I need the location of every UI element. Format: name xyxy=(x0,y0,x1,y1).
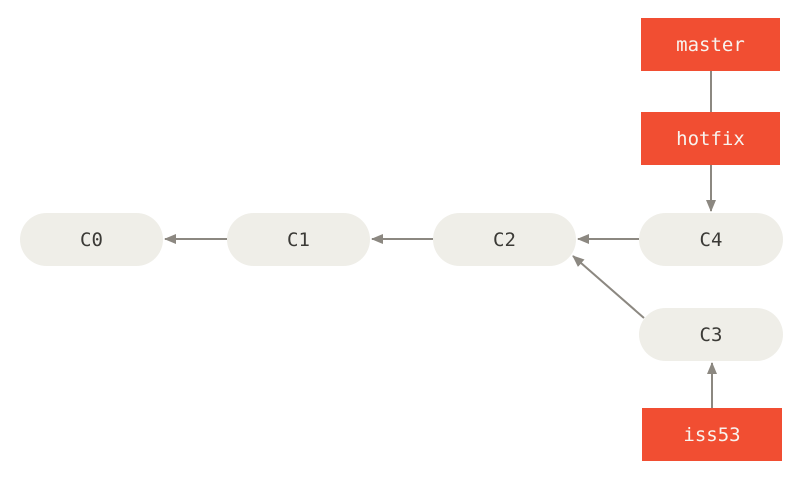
branch-master: master xyxy=(641,18,780,71)
branch-iss53: iss53 xyxy=(642,408,782,461)
branch-label: master xyxy=(676,33,745,56)
commit-c2: C2 xyxy=(433,213,576,266)
commit-c4: C4 xyxy=(639,213,783,266)
commit-c1: C1 xyxy=(227,213,370,266)
commit-label: C2 xyxy=(493,228,516,251)
edge-c3-c2 xyxy=(572,255,645,319)
commit-label: C0 xyxy=(80,228,103,251)
commit-label: C4 xyxy=(699,228,723,251)
branch-hotfix: hotfix xyxy=(641,112,780,165)
branch-label: iss53 xyxy=(683,423,741,446)
commit-label: C1 xyxy=(287,228,310,251)
branch-label: hotfix xyxy=(676,127,745,150)
commit-c0: C0 xyxy=(20,213,163,266)
commit-label: C3 xyxy=(699,323,723,346)
commit-c3: C3 xyxy=(639,308,783,361)
